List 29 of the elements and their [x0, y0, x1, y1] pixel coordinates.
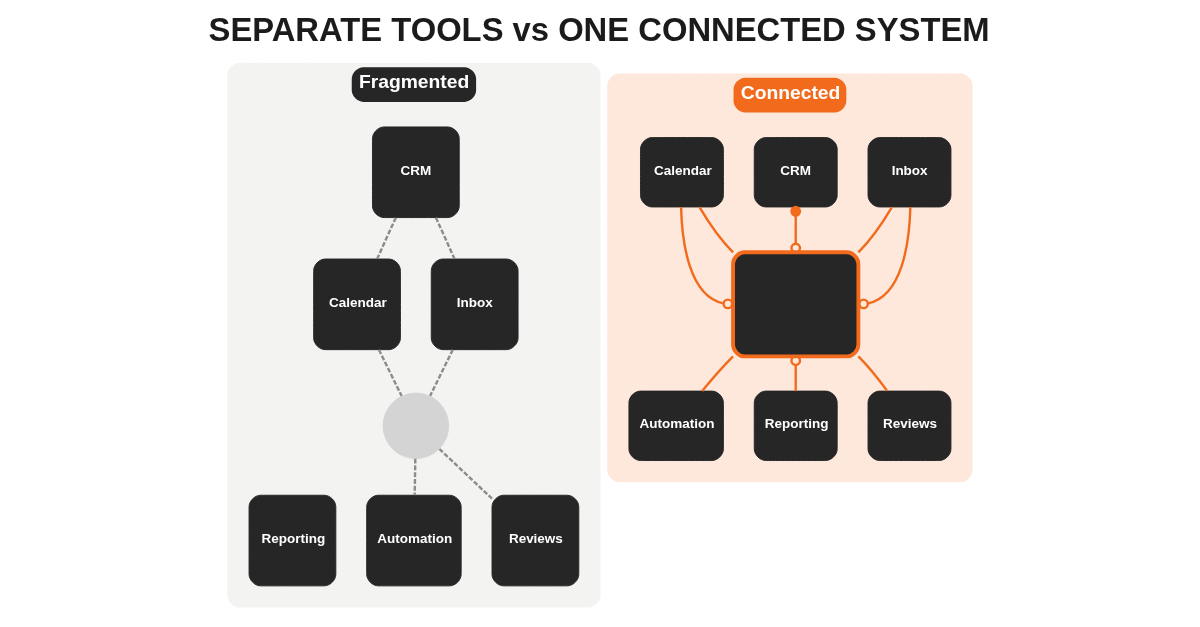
connector	[377, 349, 403, 397]
node-box: Reporting	[753, 390, 838, 461]
connector	[857, 355, 889, 392]
connector	[790, 355, 802, 392]
node-box: Reviews	[491, 494, 580, 587]
connector	[679, 206, 734, 310]
diagram-title: SEPARATE TOOLS vs ONE CONNECTED SYSTEM	[208, 11, 990, 49]
connector	[413, 458, 417, 495]
node-box: Reviews	[867, 390, 952, 461]
connector	[857, 206, 893, 254]
connector	[701, 355, 734, 392]
node-box: Inbox	[430, 258, 519, 351]
node-box: Inbox	[867, 137, 952, 208]
connector	[438, 448, 493, 500]
node-box: CRM	[372, 126, 460, 219]
node-box: Calendar	[313, 258, 401, 351]
node-box: Calendar	[640, 137, 724, 208]
connector	[698, 206, 734, 254]
node-circle	[382, 392, 450, 460]
node-box: Automation	[366, 494, 462, 587]
connector	[434, 217, 456, 260]
connector	[790, 205, 802, 254]
node-box: Reporting	[248, 494, 337, 587]
connector	[376, 217, 397, 260]
connector	[858, 206, 912, 310]
connector	[429, 349, 454, 397]
node-box: Automation	[628, 390, 724, 461]
node-box	[731, 250, 861, 359]
node-box: CRM	[753, 137, 838, 208]
